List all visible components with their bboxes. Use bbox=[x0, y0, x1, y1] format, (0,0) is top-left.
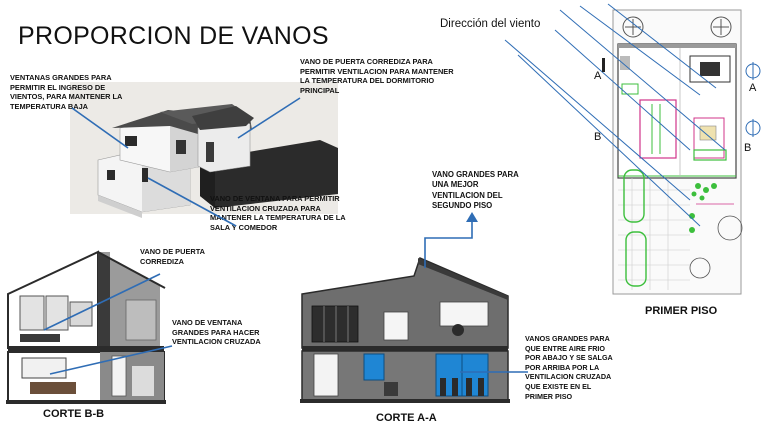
plan-tree bbox=[717, 215, 743, 241]
note-ventanas-grandes: VENTANAS GRANDES PARA PERMITIR EL INGRES… bbox=[10, 73, 123, 111]
leader-ventana-grandes-cruzada bbox=[49, 345, 173, 375]
plan-stair-zone bbox=[639, 99, 677, 159]
section-label-a-right: A bbox=[749, 82, 757, 94]
section-cut-mark bbox=[602, 58, 605, 72]
section-label-b-right: B bbox=[744, 142, 752, 154]
caption-corte-bb: CORTE B-B bbox=[43, 408, 105, 420]
leader-ventana-cruzada-sala bbox=[147, 177, 237, 227]
aa-lower-window-small bbox=[363, 353, 385, 381]
leader-puerta-corrediza-dormitorio bbox=[237, 97, 301, 139]
arrow-head-up bbox=[466, 212, 478, 222]
plan-car-2 bbox=[625, 231, 647, 287]
leader-vano-segundo-piso bbox=[424, 222, 473, 268]
caption-primer-piso: PRIMER PISO bbox=[645, 305, 718, 317]
plan-car-1 bbox=[623, 169, 645, 223]
plan-fan-left bbox=[622, 16, 644, 38]
render-window bbox=[125, 136, 137, 146]
note-vano-segundo-piso: VANO GRANDES PARA UNA MEJOR VENTILACION … bbox=[432, 170, 519, 211]
note-vanos-aire-frio: VANOS GRANDES PARA QUE ENTRE AIRE FRIO P… bbox=[525, 334, 613, 401]
caption-corte-aa: CORTE A-A bbox=[376, 412, 437, 424]
note-ventana-grandes-cruzada: VANO DE VENTANA GRANDES PARA HACER VENTI… bbox=[172, 318, 261, 347]
wind-direction-label: Dirección del viento bbox=[440, 18, 541, 30]
section-label-a-left: A bbox=[594, 70, 602, 82]
note-puerta-corrediza-dormitorio: VANO DE PUERTA CORREDIZA PARA PERMITIR V… bbox=[300, 57, 454, 95]
render-door-opening bbox=[206, 142, 214, 162]
note-ventana-cruzada-sala: VANO DE VENTANA PARA PERMITIR VENTILACIO… bbox=[210, 194, 346, 232]
bb-slab bbox=[8, 346, 164, 352]
leader-ventanas-grandes bbox=[71, 107, 129, 149]
plan-fan-right bbox=[710, 16, 732, 38]
leader-puerta-corrediza bbox=[43, 273, 161, 331]
plan-wind-arrows bbox=[504, 3, 726, 227]
note-puerta-corrediza: VANO DE PUERTA CORREDIZA bbox=[140, 247, 205, 266]
page-title: PROPORCION DE VANOS bbox=[18, 22, 329, 50]
section-label-b-left: B bbox=[594, 131, 602, 143]
